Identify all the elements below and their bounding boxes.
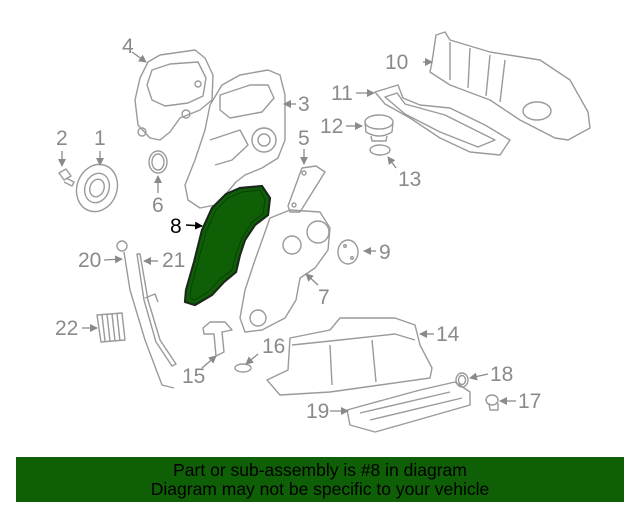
part-4-cover-plate[interactable] — [134, 49, 214, 141]
part-15-sensor[interactable] — [202, 321, 233, 357]
part-19-lower-pan[interactable] — [346, 381, 471, 433]
parts-diagram — [58, 31, 591, 433]
callout-6[interactable]: 6 — [152, 194, 164, 217]
callout-8-highlighted[interactable]: 8 — [170, 215, 182, 238]
part-18-washer[interactable] — [455, 372, 469, 388]
part-9-cover-gasket[interactable] — [337, 239, 359, 265]
callout-13[interactable]: 13 — [398, 168, 422, 191]
callout-5[interactable]: 5 — [298, 127, 310, 150]
part-12-filler-cap[interactable] — [364, 114, 394, 142]
callout-17[interactable]: 17 — [518, 390, 542, 413]
part-5-bracket[interactable] — [287, 165, 326, 213]
callout-18[interactable]: 18 — [490, 363, 514, 386]
callout-2[interactable]: 2 — [56, 127, 68, 150]
callout-11[interactable]: 11 — [331, 82, 353, 105]
callout-14[interactable]: 14 — [436, 323, 460, 346]
part-13-o-ring[interactable] — [369, 144, 391, 156]
part-7-timing-cover[interactable] — [239, 209, 331, 333]
callout-15[interactable]: 15 — [182, 365, 206, 388]
part-14-oil-pan[interactable] — [266, 317, 433, 396]
banner-line-disclaimer: Diagram may not be specific to your vehi… — [150, 479, 490, 499]
part-11-valve-gasket[interactable] — [374, 84, 511, 156]
part-16-washer[interactable] — [234, 363, 252, 373]
part-1-crank-seal[interactable] — [70, 159, 124, 218]
info-banner: Part or sub-assembly is #8 in diagram Di… — [16, 457, 624, 502]
callout-4[interactable]: 4 — [122, 35, 134, 58]
part-21-dipstick-tube[interactable] — [136, 253, 177, 367]
callout-12[interactable]: 12 — [320, 115, 344, 138]
part-20-dipstick[interactable] — [116, 240, 175, 389]
part-2-bolt[interactable] — [58, 168, 75, 187]
part-3-front-cover[interactable] — [184, 69, 286, 209]
part-22-oil-filter[interactable] — [96, 312, 126, 343]
callout-21[interactable]: 21 — [162, 249, 186, 272]
callout-3[interactable]: 3 — [298, 93, 310, 116]
part-6-seal[interactable] — [148, 150, 168, 174]
callout-10[interactable]: 10 — [385, 51, 409, 74]
banner-line-part: Part or sub-assembly is #8 in diagram — [173, 460, 467, 480]
callout-22[interactable]: 22 — [55, 317, 79, 340]
callout-20[interactable]: 20 — [78, 249, 102, 272]
part-10-valve-cover[interactable] — [429, 31, 591, 141]
part-8-gasket-highlighted[interactable] — [183, 184, 272, 307]
callout-16[interactable]: 16 — [262, 335, 286, 358]
callout-1[interactable]: 1 — [94, 127, 106, 150]
callout-7[interactable]: 7 — [318, 286, 330, 309]
callout-9[interactable]: 9 — [379, 241, 391, 264]
callout-19[interactable]: 19 — [306, 400, 330, 423]
part-17-drain-plug[interactable] — [485, 394, 499, 411]
